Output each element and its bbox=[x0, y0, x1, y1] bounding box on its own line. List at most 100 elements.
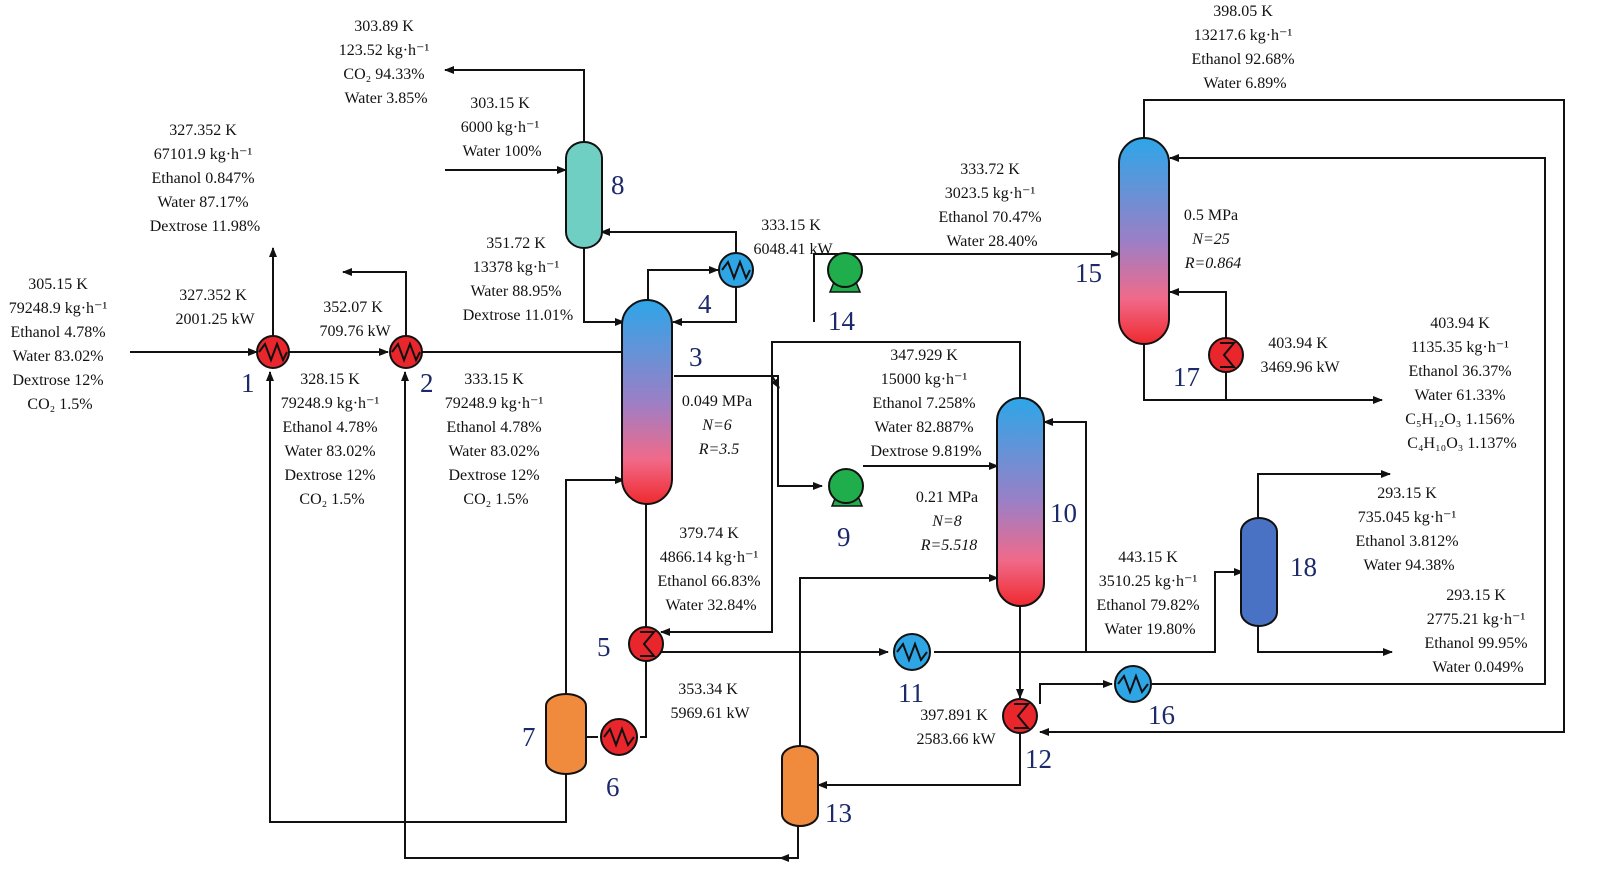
col15-bottoms-line: C₅H₁₂O₃ 1.156% bbox=[1405, 411, 1514, 428]
unit-label-11: 11 bbox=[898, 678, 924, 708]
col15-bottoms-line: Water 61.33% bbox=[1414, 387, 1505, 404]
absorber-gas-line: Water 3.85% bbox=[344, 90, 427, 107]
decanter-top-line: Water 94.38% bbox=[1363, 557, 1454, 574]
unit-label-14: 14 bbox=[828, 306, 856, 336]
decanter-bottom-line: Water 0.049% bbox=[1432, 659, 1523, 676]
pipe-hx4-reflux bbox=[672, 286, 737, 326]
col15-top-line: 398.05 K bbox=[1213, 3, 1273, 20]
col10-out-line: 3510.25 kg·h⁻¹ bbox=[1099, 573, 1198, 590]
hx1-bottom-line: 328.15 K bbox=[300, 371, 360, 388]
unit-label-18: 18 bbox=[1290, 552, 1317, 582]
col3-feed-line: Ethanol 4.78% bbox=[446, 419, 541, 436]
label-hx1-duty: 327.352 K 2001.25 kW bbox=[175, 287, 255, 328]
absorber-bottoms-line: Dextrose 11.01% bbox=[463, 307, 574, 324]
heater-6-icon bbox=[600, 718, 638, 756]
column-10 bbox=[996, 397, 1045, 607]
decanter-bottom-line: 2775.21 kg·h⁻¹ bbox=[1427, 611, 1526, 628]
unit-label-13: 13 bbox=[825, 798, 852, 828]
unit-label-8: 8 bbox=[611, 170, 625, 200]
col15-feed-line: 3023.5 kg·h⁻¹ bbox=[945, 185, 1036, 202]
col15-top-line: Ethanol 92.68% bbox=[1191, 51, 1294, 68]
label-col10-feed: 347.929 K 15000 kg·h⁻¹ Ethanol 7.258% Wa… bbox=[870, 347, 981, 460]
hx17-duty-line: 403.94 K bbox=[1268, 335, 1328, 352]
col15-top-line: 13217.6 kg·h⁻¹ bbox=[1194, 27, 1293, 44]
col15-spec-line: 0.5 MPa bbox=[1184, 207, 1238, 224]
label-col10-spec: 0.21 MPa N=8 R=5.518 bbox=[916, 489, 982, 554]
reboiler-17-icon bbox=[1208, 337, 1244, 373]
pipe-col15-top bbox=[1039, 99, 1565, 736]
col15-feed-line: Water 28.40% bbox=[946, 233, 1037, 250]
heater-2-icon bbox=[389, 335, 423, 369]
label-col3-spec: 0.049 MPa N=6 R=3.5 bbox=[682, 393, 756, 458]
hx6-duty-line: 5969.61 kW bbox=[670, 705, 750, 722]
pipe-drum13-col10 bbox=[799, 574, 999, 746]
decanter-top-line: 735.045 kg·h⁻¹ bbox=[1358, 509, 1457, 526]
label-hx1-out-top: 327.352 K 67101.9 kg·h⁻¹ Ethanol 0.847% … bbox=[150, 122, 261, 235]
pipe-decanter-top bbox=[1257, 470, 1391, 520]
hx1-top-line: Dextrose 11.98% bbox=[150, 218, 261, 235]
label-hx17-duty: 403.94 K 3469.96 kW bbox=[1260, 335, 1340, 376]
label-absorber-gas: 303.89 K 123.52 kg·h⁻¹ CO₂ 94.33% Water … bbox=[339, 18, 434, 107]
pump-9-icon bbox=[828, 468, 864, 507]
col10-feed-line: 15000 kg·h⁻¹ bbox=[881, 371, 968, 388]
col3-side-line: Ethanol 66.83% bbox=[657, 573, 760, 590]
heater-12-icon bbox=[1002, 698, 1038, 734]
absorber-water-line: 6000 kg·h⁻¹ bbox=[461, 119, 540, 136]
feed-line: Ethanol 4.78% bbox=[10, 324, 105, 341]
col3-feed-line: Water 83.02% bbox=[448, 443, 539, 460]
hx1-bottom-line: CO₂ 1.5% bbox=[299, 491, 364, 508]
hx1-bottom-line: Ethanol 4.78% bbox=[282, 419, 377, 436]
unit-label-15: 15 bbox=[1075, 258, 1102, 288]
unit-label-5: 5 bbox=[597, 632, 611, 662]
hx6-duty-line: 353.34 K bbox=[678, 681, 738, 698]
feed-line: CO₂ 1.5% bbox=[27, 396, 92, 413]
unit-label-1: 1 bbox=[241, 368, 255, 398]
pipe-hx12-hx16 bbox=[1039, 680, 1113, 704]
hx1-duty-line: 327.352 K bbox=[179, 287, 247, 304]
label-col15-feed: 333.72 K 3023.5 kg·h⁻¹ Ethanol 70.47% Wa… bbox=[938, 161, 1045, 250]
pipe-drum7-hx1 bbox=[266, 371, 567, 823]
col10-feed-line: Dextrose 9.819% bbox=[870, 443, 981, 460]
col10-out-line: Ethanol 79.82% bbox=[1096, 597, 1199, 614]
pipe-col10-reflux bbox=[1043, 418, 1215, 653]
heater-1-icon bbox=[256, 335, 290, 369]
column-15 bbox=[1118, 137, 1170, 345]
col10-spec-line: 0.21 MPa bbox=[916, 489, 978, 506]
label-absorber-bottoms: 351.72 K 13378 kg·h⁻¹ Water 88.95% Dextr… bbox=[463, 235, 574, 324]
feed-line: Water 83.02% bbox=[12, 348, 103, 365]
col15-bottoms-line: Ethanol 36.37% bbox=[1408, 363, 1511, 380]
drum-7 bbox=[545, 693, 587, 775]
hx12-duty-line: 2583.66 kW bbox=[916, 731, 996, 748]
label-hx12-duty: 397.891 K 2583.66 kW bbox=[916, 707, 996, 748]
absorber-bottoms-line: 351.72 K bbox=[486, 235, 546, 252]
unit-labels: 1 2 3 4 5 6 7 8 9 10 11 12 13 14 15 16 1… bbox=[241, 170, 1317, 828]
unit-label-4: 4 bbox=[698, 289, 712, 319]
label-hx2-duty: 352.07 K 709.76 kW bbox=[319, 299, 391, 340]
hx1-top-line: Ethanol 0.847% bbox=[151, 170, 254, 187]
pipe-hx12-drum13 bbox=[817, 732, 1021, 789]
pipe-absorber-gas bbox=[444, 66, 585, 142]
absorber-bottoms-line: Water 88.95% bbox=[470, 283, 561, 300]
pipe-drum13-hx2 bbox=[401, 371, 799, 859]
label-col15-top: 398.05 K 13217.6 kg·h⁻¹ Ethanol 92.68% W… bbox=[1191, 3, 1298, 92]
hx1-bottom-line: 79248.9 kg·h⁻¹ bbox=[281, 395, 380, 412]
col3-side-line: Water 32.84% bbox=[665, 597, 756, 614]
unit-label-3: 3 bbox=[689, 342, 703, 372]
absorber-gas-line: 303.89 K bbox=[354, 18, 414, 35]
col10-feed-line: Water 82.887% bbox=[874, 419, 973, 436]
absorber-gas-line: 123.52 kg·h⁻¹ bbox=[339, 42, 430, 59]
pipe-hx4-absorber bbox=[600, 228, 737, 254]
decanter-top-line: 293.15 K bbox=[1377, 485, 1437, 502]
decanter-top-line: Ethanol 3.812% bbox=[1355, 533, 1458, 550]
pipe-drum7-col3 bbox=[565, 476, 625, 694]
col3-feed-line: Dextrose 12% bbox=[448, 467, 539, 484]
col15-spec-line: R=0.864 bbox=[1184, 255, 1242, 272]
column-3 bbox=[621, 299, 673, 505]
hx4-duty-line: 333.15 K bbox=[761, 217, 821, 234]
label-hx4-duty: 333.15 K 6048.41 kW bbox=[753, 217, 833, 258]
col15-bottoms-line: C₄H₁₀O₃ 1.137% bbox=[1407, 435, 1516, 452]
unit-label-6: 6 bbox=[606, 772, 620, 802]
unit-label-16: 16 bbox=[1148, 700, 1175, 730]
decanter-18 bbox=[1240, 517, 1278, 627]
